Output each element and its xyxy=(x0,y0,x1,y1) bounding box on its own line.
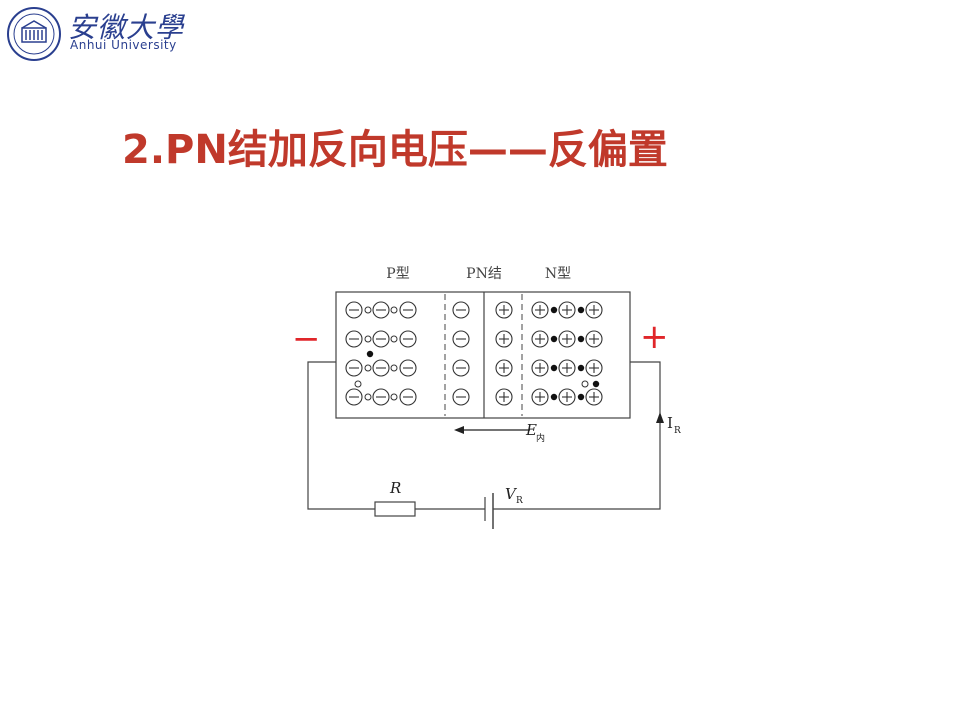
field-label: E xyxy=(525,421,537,439)
hole-icon xyxy=(364,364,372,372)
hole-icon xyxy=(581,380,589,388)
electron-icon xyxy=(550,364,558,372)
electron-icon xyxy=(550,393,558,401)
hole-icon xyxy=(364,393,372,401)
university-name-cn: 安徽大學 xyxy=(68,11,185,44)
electron-icon xyxy=(550,335,558,343)
field-subscript: 内 xyxy=(536,432,545,444)
wire-left xyxy=(307,361,375,510)
pn-junction-diagram: P型 PN结 N型 E 内 − + R V R I R xyxy=(292,266,681,529)
current-label: I xyxy=(667,414,673,432)
source-subscript: R xyxy=(516,496,523,506)
electron-icon xyxy=(577,364,585,372)
wire-right xyxy=(493,361,661,510)
resistor-symbol xyxy=(374,501,416,517)
ion-layer xyxy=(345,301,603,406)
hole-icon xyxy=(364,335,372,343)
hole-icon xyxy=(390,364,398,372)
electron-icon xyxy=(577,393,585,401)
electron-icon xyxy=(592,380,600,388)
hole-icon xyxy=(390,393,398,401)
electron-icon xyxy=(550,306,558,314)
university-seal-icon xyxy=(7,7,61,61)
field-arrowhead-icon xyxy=(454,426,464,434)
minus-terminal: − xyxy=(292,319,321,359)
plus-terminal: + xyxy=(640,317,669,357)
hole-icon xyxy=(390,335,398,343)
slide-title: 2.PN结加反向电压——反偏置 xyxy=(122,127,668,173)
electron-icon xyxy=(577,306,585,314)
university-name-en: Anhui University xyxy=(70,38,177,52)
hole-icon xyxy=(364,306,372,314)
hole-icon xyxy=(354,380,362,388)
current-arrowhead-icon xyxy=(656,412,664,423)
electron-icon xyxy=(577,335,585,343)
n-region-label: N型 xyxy=(545,266,571,282)
resistor-label: R xyxy=(389,479,401,497)
hole-icon xyxy=(390,306,398,314)
current-subscript: R xyxy=(674,426,681,436)
source-label: V xyxy=(505,485,518,503)
electron-icon xyxy=(366,350,374,358)
p-region-label: P型 xyxy=(386,266,409,282)
junction-label: PN结 xyxy=(466,266,502,282)
